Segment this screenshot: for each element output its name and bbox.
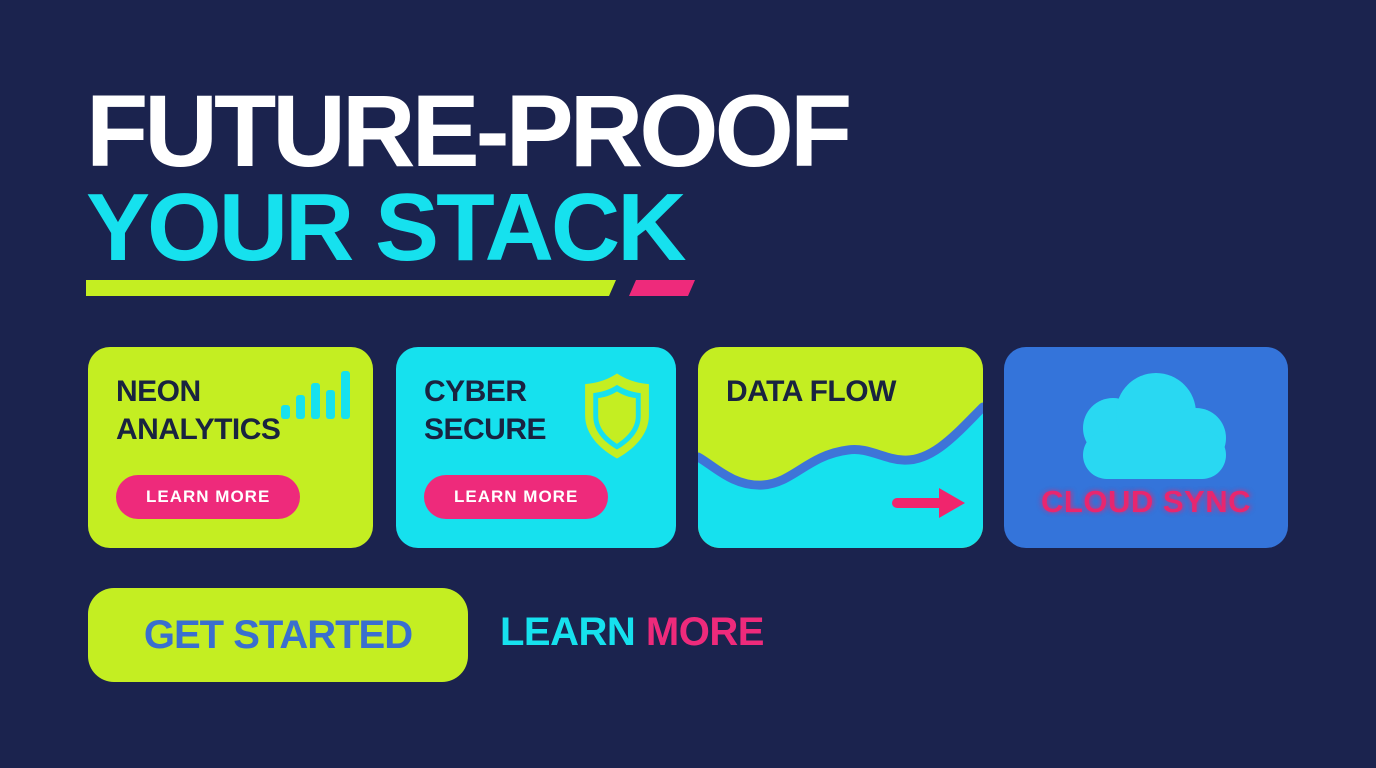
headline-line1: FUTURE-PROOF — [86, 74, 852, 188]
card-title: DATA FLOW — [726, 375, 896, 408]
underline-accent-bar — [86, 280, 616, 296]
get-started-button[interactable]: GET STARTED — [88, 588, 468, 682]
get-started-label: GET STARTED — [143, 612, 413, 657]
learn-more-link[interactable]: LEARN MORE — [500, 610, 764, 655]
learn-more-label: LEARN MORE — [454, 487, 579, 506]
bar-chart-icon — [281, 371, 350, 419]
learn-more-label: LEARN MORE — [146, 487, 271, 506]
card-cyber-secure: CYBER SECURE LEARN MORE — [396, 347, 676, 548]
cloud-icon — [1083, 373, 1226, 479]
learn-more-button[interactable]: LEARN MORE — [116, 475, 301, 519]
underline-accent-tick — [629, 280, 695, 296]
card-neon-analytics: NEON ANALYTICS LEARN MORE — [88, 347, 373, 548]
shield-icon — [585, 373, 649, 459]
learn-more-button[interactable]: LEARN MORE — [424, 475, 609, 519]
card-title: CYBER SECURE — [424, 375, 547, 446]
card-title: NEON ANALYTICS — [116, 375, 281, 446]
arrow-right-icon[interactable] — [891, 486, 969, 520]
card-data-flow: DATA FLOW — [698, 347, 983, 548]
headline-line2: YOUR STACK — [86, 174, 687, 281]
learn-more-link-more: MORE — [635, 610, 765, 654]
learn-more-link-learn: LEARN — [500, 610, 636, 654]
wave-graphic — [698, 402, 983, 548]
card-cloud-sync: CLOUD SYNC — [1004, 347, 1288, 548]
card-title: CLOUD SYNC — [1041, 484, 1251, 519]
